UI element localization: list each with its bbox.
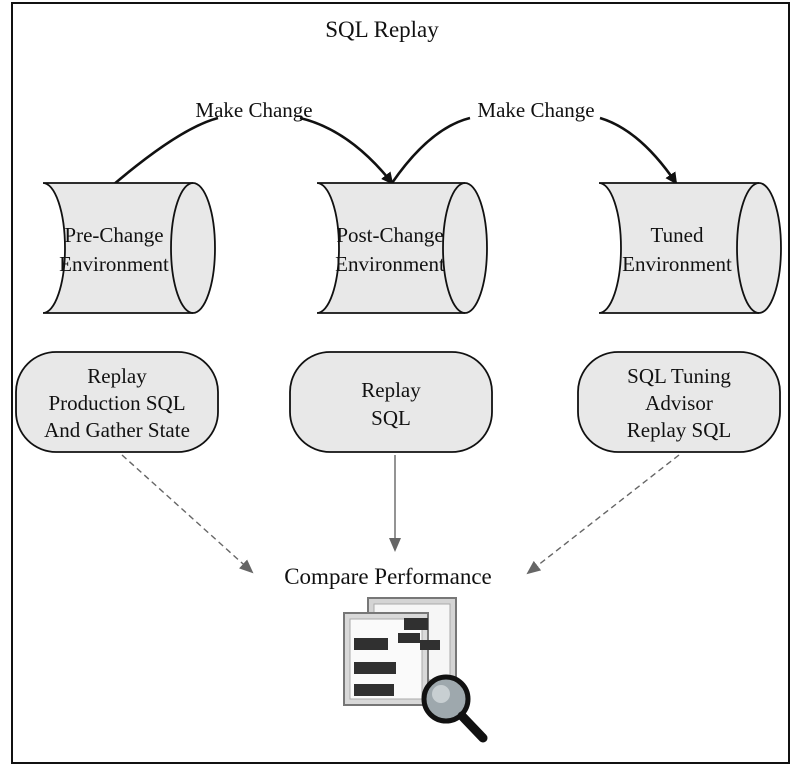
process-replay-sql: Replay SQL — [289, 351, 493, 453]
make-change-curve-1-start — [112, 116, 219, 186]
process-tuning-advisor-line3: Replay SQL — [627, 418, 731, 442]
env-pre-change: Pre-Change Environment — [42, 182, 216, 314]
process-tuning-advisor-line1: SQL Tuning — [627, 364, 731, 388]
env-tuned-line2: Environment — [622, 252, 732, 276]
env-pre-change-line2: Environment — [59, 252, 169, 276]
arrow-tuned-to-compare — [526, 454, 680, 575]
process-replay-sql-line1: Replay — [361, 378, 421, 402]
process-replay-production: Replay Production SQL And Gather State — [15, 351, 219, 453]
env-post-change-line1: Post-Change — [336, 223, 443, 247]
diagram-title: SQL Replay — [325, 17, 439, 42]
process-tuning-advisor: SQL Tuning Advisor Replay SQL — [577, 351, 781, 453]
make-change-curve-2-start — [390, 116, 471, 184]
env-tuned: Tuned Environment — [598, 182, 782, 314]
env-post-change: Post-Change Environment — [316, 182, 488, 314]
process-replay-production-line1: Replay — [87, 364, 147, 388]
make-change-arrow-1 — [299, 116, 394, 185]
env-tuned-line1: Tuned — [651, 223, 704, 247]
report-magnifier-icon — [343, 597, 488, 743]
arrow-pre-to-compare — [121, 454, 254, 574]
make-change-arrow-2 — [599, 116, 678, 185]
make-change-label-2: Make Change — [477, 98, 594, 122]
process-replay-production-line2: Production SQL — [48, 391, 185, 415]
env-post-change-line2: Environment — [335, 252, 445, 276]
process-tuning-advisor-line2: Advisor — [645, 391, 713, 415]
compare-performance-label: Compare Performance — [284, 564, 492, 589]
env-pre-change-line1: Pre-Change — [64, 223, 163, 247]
process-replay-sql-line2: SQL — [371, 406, 411, 430]
process-replay-production-line3: And Gather State — [44, 418, 190, 442]
